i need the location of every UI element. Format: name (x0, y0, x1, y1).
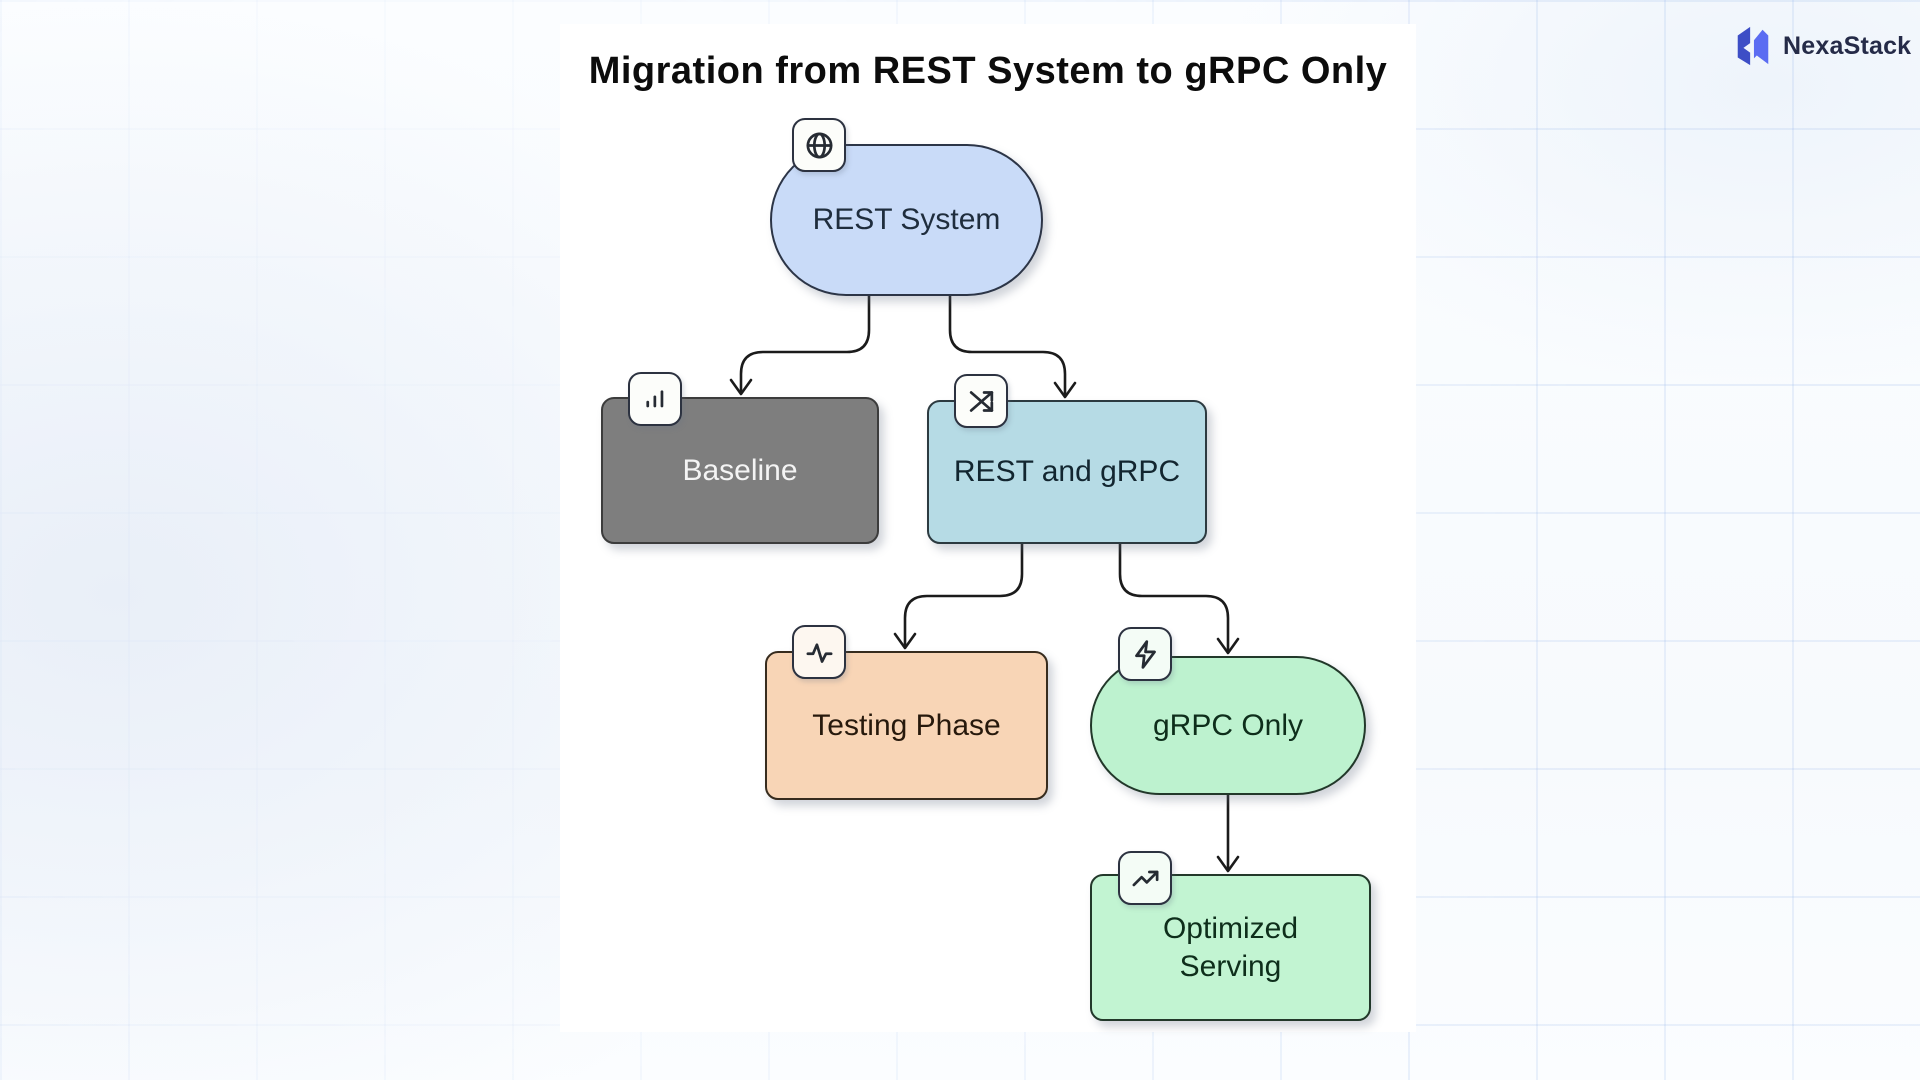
nexastack-logo-icon (1737, 26, 1769, 66)
arrowhead-grpconly (1216, 637, 1240, 655)
bar-chart-icon (628, 372, 682, 426)
node-rest-and-grpc-label: REST and gRPC (953, 455, 1181, 488)
diagram-title: Migration from REST System to gRPC Only (588, 50, 1388, 92)
diagram-canvas: Migration from REST System to gRPC Only … (560, 24, 1416, 1032)
shuffle-icon (954, 374, 1008, 428)
edge-restgrpc-to-testing (903, 542, 1024, 647)
node-testing-phase-label: Testing Phase (812, 708, 1001, 742)
brand-logo: NexaStack (1733, 25, 1911, 67)
brand-name: NexaStack (1783, 31, 1912, 60)
arrowhead-testing (893, 632, 917, 650)
node-optimized-serving-label: Optimized Serving (1162, 912, 1299, 983)
zap-icon (1118, 627, 1172, 681)
globe-icon (792, 118, 846, 172)
node-baseline-label: Baseline (682, 453, 798, 487)
flow-edges (729, 294, 1240, 873)
edge-rest-to-baseline (739, 294, 871, 393)
activity-icon (792, 625, 846, 679)
node-rest-system-label: REST System (812, 203, 1001, 236)
node-grpc-only-label: gRPC Only (1152, 708, 1304, 742)
arrowhead-optimized (1216, 855, 1240, 873)
edge-rest-to-restgrpc (948, 294, 1067, 396)
arrowhead-restgrpc (1053, 381, 1077, 399)
trending-up-icon (1118, 851, 1172, 905)
arrowhead-baseline (729, 378, 753, 396)
edge-restgrpc-to-grpconly (1118, 542, 1230, 652)
